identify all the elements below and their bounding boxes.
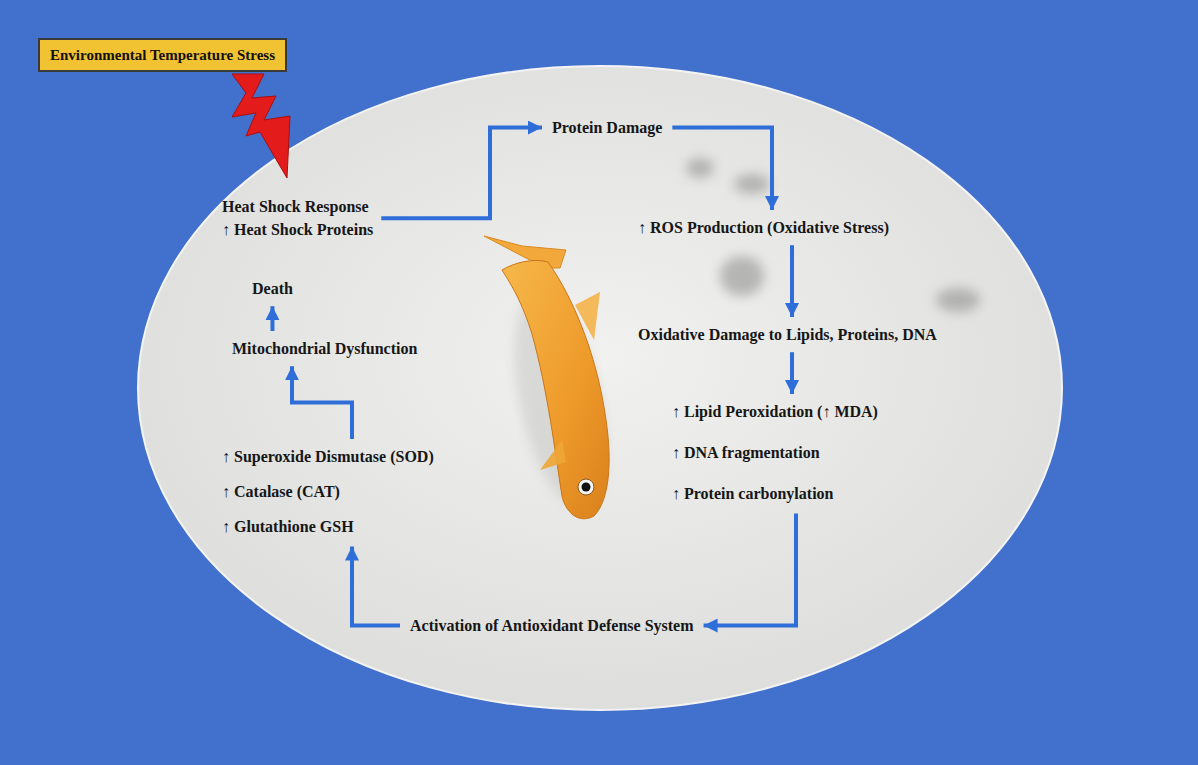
node-text: Environmental Temperature Stress: [50, 46, 275, 64]
flow-arrow: [704, 514, 796, 626]
node-text: ↑ Protein carbonylation: [672, 484, 878, 503]
flow-arrow: [270, 306, 274, 331]
process-text: Mitochondrial Dysfunction: [232, 339, 417, 358]
enzyme-list: ↑ Superoxide Dismutase (SOD) ↑ Catalase (…: [222, 447, 434, 537]
node-text: ↑ ROS Production (Oxidative Stress): [638, 218, 889, 237]
outcome-text: Death: [252, 279, 293, 298]
node-text: Death: [252, 279, 293, 298]
process-text: Heat Shock Response ↑ Heat Shock Proteins: [222, 197, 373, 239]
flow-arrow: [292, 366, 352, 439]
flow-arrow: [790, 352, 794, 394]
node-text: ↑ Lipid Peroxidation (↑ MDA): [672, 402, 878, 421]
flow-arrow: [381, 128, 542, 219]
node-text: ↑ Glutathione GSH: [222, 517, 434, 536]
node-text: ↑ DNA fragmentation: [672, 443, 878, 462]
flow-arrow: [672, 128, 772, 210]
marker-list: ↑ Lipid Peroxidation (↑ MDA) ↑ DNA fragme…: [672, 402, 878, 504]
process-text: ↑ ROS Production (Oxidative Stress): [638, 218, 889, 237]
node-text: Activation of Antioxidant Defense System: [410, 616, 694, 635]
lightning-bolt: [232, 74, 290, 178]
node-text: Protein Damage: [552, 118, 662, 137]
process-text: Oxidative Damage to Lipids, Proteins, DN…: [638, 325, 937, 344]
node-text: ↑ Heat Shock Proteins: [222, 220, 373, 239]
flow-arrow: [352, 547, 400, 626]
process-text: Activation of Antioxidant Defense System: [410, 616, 694, 635]
node-text: Mitochondrial Dysfunction: [232, 339, 417, 358]
node-text: Oxidative Damage to Lipids, Proteins, DN…: [638, 325, 937, 344]
node-text: ↑ Superoxide Dismutase (SOD): [222, 447, 434, 466]
node-text: ↑ Catalase (CAT): [222, 482, 434, 501]
process-text: Protein Damage: [552, 118, 662, 137]
node-text: Heat Shock Response: [222, 197, 373, 216]
flow-arrow: [790, 245, 794, 317]
fish-illustration: [484, 236, 609, 519]
stress-label: Environmental Temperature Stress: [38, 38, 287, 72]
plate-ellipse: [138, 66, 1062, 710]
